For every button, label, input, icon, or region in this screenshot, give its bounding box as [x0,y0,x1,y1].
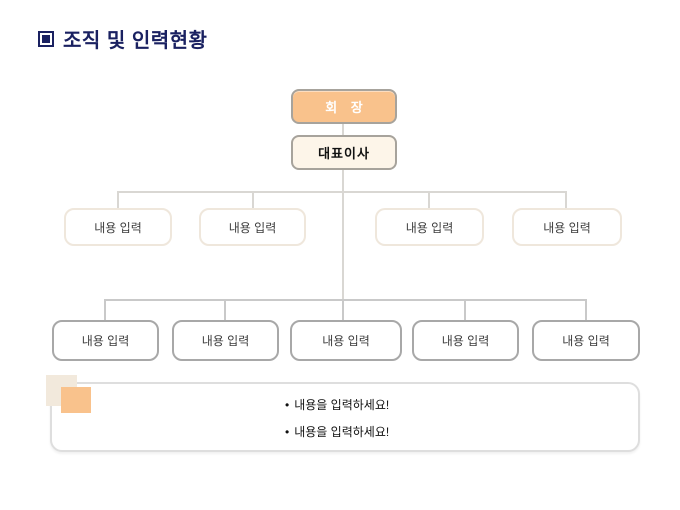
org-box-level3-2[interactable]: 내용 입력 [172,320,279,361]
org-box-level3-3[interactable]: 내용 입력 [290,320,402,361]
notes-panel [50,382,640,452]
bullet-icon: • [285,397,290,412]
connector-level2-drop-4 [565,191,567,208]
org-box-level2-1[interactable]: 내용 입력 [64,208,172,246]
connector-level3-drop-5 [585,299,587,320]
page-title-row: 조직 및 인력현황 [38,24,207,53]
org-box-level2-4[interactable]: 내용 입력 [512,208,622,246]
connector-level3-horizontal [104,299,587,301]
connector-ceo-down [342,170,344,191]
connector-level3-drop-4 [464,299,466,320]
org-box-level3-4[interactable]: 내용 입력 [412,320,519,361]
bullet-icon: • [285,424,290,439]
page-title: 조직 및 인력현황 [63,30,208,52]
square-bullet-inner [42,34,50,43]
connector-level2-drop-1 [117,191,119,208]
org-box-level2-3[interactable]: 내용 입력 [375,208,484,246]
note-bullet-1-text: 내용을 입력하세요! [294,398,390,412]
connector-level3-drop-2 [224,299,226,320]
connector-root-to-ceo [342,124,344,135]
org-box-chairman[interactable]: 회 장 [291,89,397,124]
connector-level2-drop-2 [252,191,254,208]
org-box-level2-2[interactable]: 내용 입력 [199,208,306,246]
org-box-ceo[interactable]: 대표이사 [291,135,397,170]
connector-center-vertical [342,191,344,299]
note-bullet-2[interactable]: • 내용을 입력하세요! [285,423,389,440]
connector-level3-drop-3 [342,299,344,320]
note-bullet-1[interactable]: • 내용을 입력하세요! [285,396,389,413]
connector-level2-drop-3 [428,191,430,208]
connector-level3-drop-1 [104,299,106,320]
note-bullet-2-text: 내용을 입력하세요! [294,425,390,439]
org-box-level3-5[interactable]: 내용 입력 [532,320,640,361]
decor-square-orange [61,387,91,413]
org-box-level3-1[interactable]: 내용 입력 [52,320,159,361]
square-bullet-icon [38,30,54,47]
